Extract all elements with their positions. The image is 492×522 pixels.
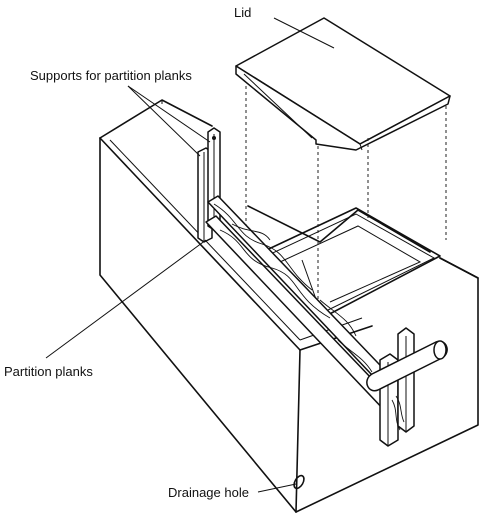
front-partition-support — [366, 327, 448, 447]
drainage-label: Drainage hole — [168, 485, 249, 500]
leader-lines — [45, 17, 335, 493]
lid-label: Lid — [234, 5, 251, 20]
planks-label: Partition planks — [4, 364, 93, 379]
supports-label: Supports for partition planks — [30, 68, 192, 83]
lid — [235, 17, 451, 151]
drainage-hole — [293, 474, 305, 490]
lid-guide-lines — [245, 86, 447, 302]
